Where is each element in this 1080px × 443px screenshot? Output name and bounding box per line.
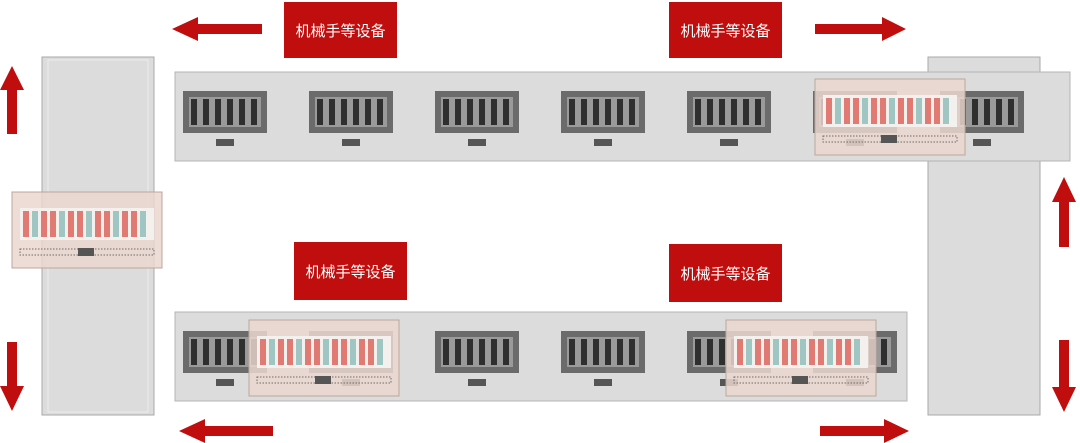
- carrier-panel: [11, 191, 163, 269]
- arrow-right-icon: [820, 419, 909, 443]
- equipment-label-top-left: 机械手等设备: [284, 2, 397, 58]
- arrow-left-icon: [179, 419, 273, 443]
- equipment-label-top-right: 机械手等设备: [669, 2, 782, 58]
- arrow-down-icon: [0, 342, 24, 411]
- arrow-up-icon: [1052, 177, 1076, 247]
- arrow-down-icon: [1052, 340, 1076, 412]
- carrier-panel: [725, 319, 877, 397]
- carrier-panel: [814, 78, 966, 156]
- arrow-up-icon: [0, 66, 24, 134]
- equipment-label-mid-left: 机械手等设备: [294, 242, 407, 300]
- arrow-left-icon: [172, 17, 262, 41]
- equipment-label-mid-right: 机械手等设备: [669, 244, 782, 302]
- arrow-right-icon: [815, 17, 906, 41]
- carrier-panel: [248, 319, 400, 397]
